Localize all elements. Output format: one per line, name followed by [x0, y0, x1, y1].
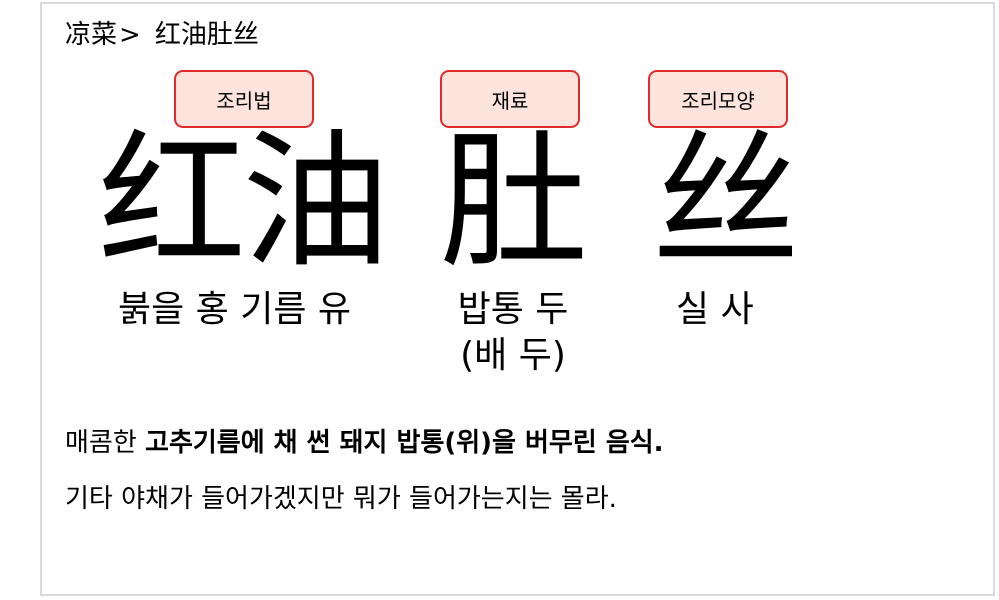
gloss-shape: 실 사: [676, 289, 754, 330]
tag-ingredient-label: 재료: [491, 88, 529, 113]
description-line-1: 매콤한 고추기름에 채 썬 돼지 밥통(위)을 버무린 음식.: [65, 430, 664, 456]
hanzi-shape: 丝: [652, 116, 800, 288]
breadcrumb-dish: 红油肚丝: [154, 20, 259, 50]
tag-ingredient: 재료: [440, 70, 580, 128]
gloss-ingredient-line2: (배 두): [460, 335, 566, 376]
breadcrumb-category: 凉菜: [65, 20, 118, 50]
breadcrumb-separator: >: [119, 20, 141, 50]
description-prefix: 매콤한: [65, 428, 146, 458]
gloss-method: 붉을 홍 기름 유: [118, 289, 352, 330]
breadcrumb: 凉菜> 红油肚丝: [65, 22, 259, 48]
description-line-2: 기타 야채가 들어가겠지만 뭐가 들어가는지는 몰라.: [65, 484, 617, 514]
description-bold: 고추기름에 채 썬 돼지 밥통(위)을 버무린 음식.: [145, 428, 664, 458]
tag-cooking-method-label: 조리법: [216, 88, 272, 113]
tag-cooking-method: 조리법: [174, 70, 314, 128]
gloss-ingredient-line1: 밥통 두: [457, 289, 569, 330]
tag-cut-shape-label: 조리모양: [681, 88, 755, 113]
tag-cut-shape: 조리모양: [648, 70, 788, 128]
hanzi-method: 红油: [98, 116, 390, 288]
hanzi-ingredient: 肚: [440, 116, 588, 288]
